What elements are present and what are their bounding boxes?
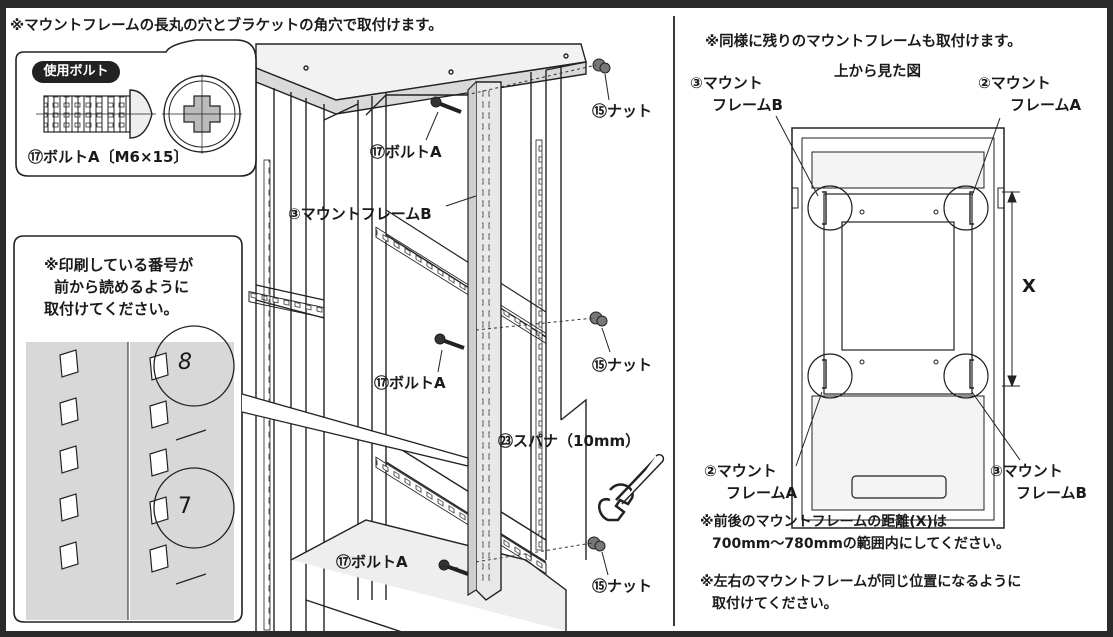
spanner-icon	[621, 453, 665, 505]
bolt-label-bottom: ⑰ボルトA	[336, 553, 408, 571]
top-view-title: 上から見た図	[834, 64, 921, 80]
bolt-badge: 使用ボルト	[32, 61, 120, 83]
bolt-label-top: ⑰ボルトA	[370, 143, 442, 161]
bolt-spec: ⑰ボルトA〔M6×15〕	[28, 148, 189, 166]
top-view-diagram	[775, 115, 1021, 529]
print-note-line-2: 前から読めるように	[54, 278, 190, 296]
spanner-label: ㉓スパナ（10mm）	[498, 432, 641, 450]
label-bottom-right-1: ③マウント	[990, 462, 1063, 480]
nut-label-mid: ⑮ナット	[592, 356, 653, 374]
print-note-line-1: ※印刷している番号が	[44, 256, 194, 274]
spanner-icon	[598, 457, 657, 522]
nut-label-bottom: ⑮ナット	[592, 577, 653, 595]
post-holes	[535, 139, 543, 551]
mount-frame-b-bar	[467, 81, 502, 601]
post-holes	[263, 159, 271, 631]
panel-divider	[673, 16, 675, 626]
distance-note-2: 700mm〜780mmの範囲内にしてください。	[712, 536, 1010, 552]
left-heading: ※マウントフレームの長丸の穴とブラケットの角穴で取付けます。	[10, 18, 443, 34]
leader-lines	[425, 73, 611, 576]
label-top-right-1: ②マウント	[978, 74, 1051, 92]
align-note-2: 取付けてください。	[712, 596, 838, 612]
rail-holes	[248, 291, 325, 319]
rail-holes	[375, 456, 547, 575]
rail-holes	[375, 226, 547, 345]
right-heading: ※同様に残りのマウントフレームも取付けます。	[705, 34, 1022, 50]
assembly-guides	[465, 64, 597, 563]
frame-b-label: ③マウントフレームB	[288, 205, 432, 223]
nut-label-top: ⑮ナット	[592, 102, 653, 120]
hole-number-7: 7	[178, 494, 192, 519]
illustration-canvas	[13, 39, 1021, 631]
bolt-label-mid: ⑰ボルトA	[374, 374, 446, 392]
label-top-left-2: フレームB	[712, 96, 783, 114]
nut-icon	[587, 58, 611, 552]
hole-number-8: 8	[178, 350, 192, 375]
distance-note-1: ※前後のマウントフレームの距離(X)は	[700, 514, 947, 530]
label-top-right-2: フレームA	[1010, 96, 1082, 114]
label-top-left-1: ③マウント	[690, 74, 763, 92]
label-bottom-right-2: フレームB	[1016, 484, 1087, 502]
top-border	[6, 0, 1107, 8]
align-note-1: ※左右のマウントフレームが同じ位置になるように	[700, 574, 1022, 590]
zoom-inset	[13, 235, 469, 623]
x-dimension-label: X	[1022, 276, 1036, 297]
print-note-line-3: 取付けてください。	[44, 300, 179, 318]
label-bottom-left-1: ②マウント	[704, 462, 777, 480]
label-bottom-left-2: フレームA	[726, 484, 798, 502]
